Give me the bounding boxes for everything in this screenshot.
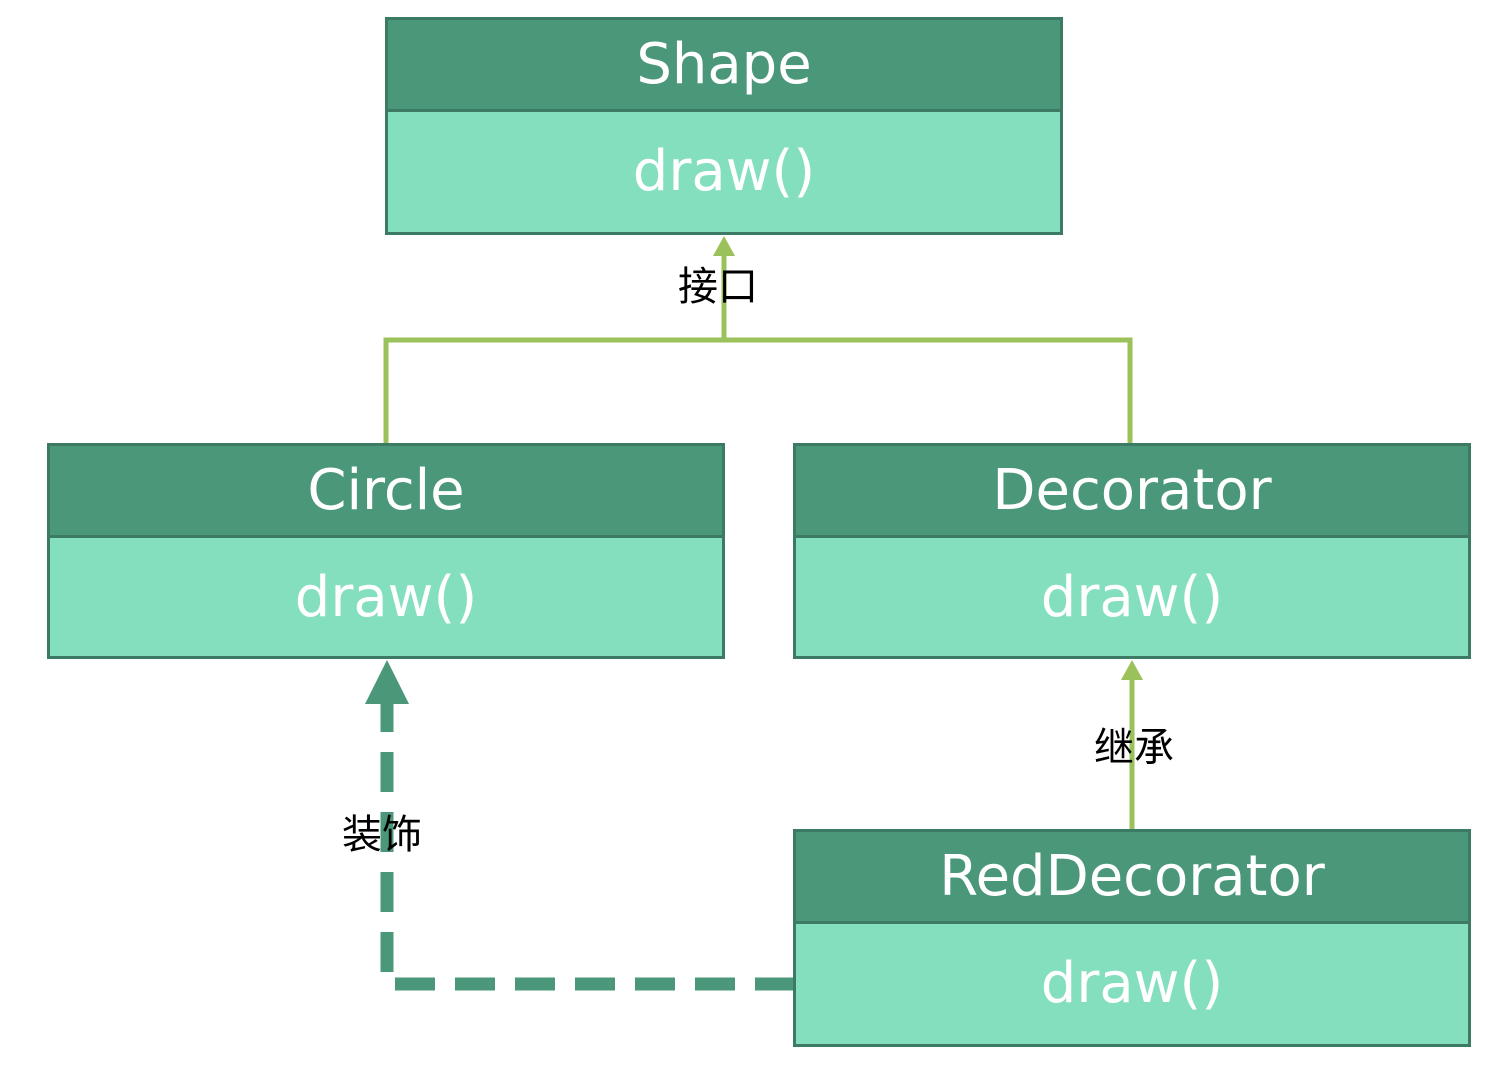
class-method-circle: draw() xyxy=(294,565,478,630)
decorate-connector xyxy=(380,700,795,991)
class-box-shape[interactable]: Shape draw() xyxy=(385,17,1063,235)
class-box-circle[interactable]: Circle draw() xyxy=(47,443,725,659)
interface-connector-circle xyxy=(383,337,724,445)
interface-connector-decorator xyxy=(724,337,1133,445)
class-method-red-decorator: draw() xyxy=(1040,951,1224,1016)
interface-arrowhead xyxy=(713,236,735,256)
class-name-shape: Shape xyxy=(388,20,1060,112)
relation-label-interface: 接口 xyxy=(678,264,758,310)
class-name-decorator: Decorator xyxy=(796,446,1468,538)
class-name-red-decorator: RedDecorator xyxy=(796,832,1468,924)
relation-label-inherit: 继承 xyxy=(1094,725,1174,771)
class-name-circle: Circle xyxy=(50,446,722,538)
class-method-decorator: draw() xyxy=(1040,565,1224,630)
class-box-decorator[interactable]: Decorator draw() xyxy=(793,443,1471,659)
decorate-arrowhead xyxy=(365,660,409,704)
class-method-shape: draw() xyxy=(632,139,816,204)
relation-label-decorate: 装饰 xyxy=(342,812,422,858)
class-box-red-decorator[interactable]: RedDecorator draw() xyxy=(793,829,1471,1047)
inherit-arrowhead xyxy=(1121,660,1143,680)
